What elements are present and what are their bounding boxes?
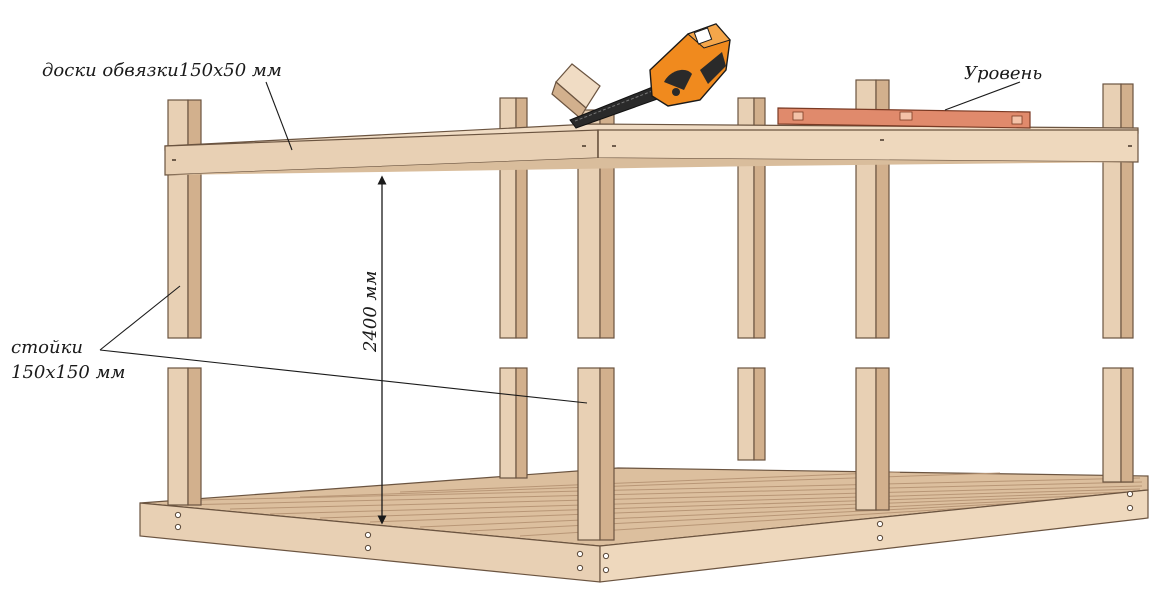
post-front-1-upper [167,99,202,339]
top-board-nails [172,139,1132,161]
floor-bolts [174,490,1134,574]
posts-label-line2: 150х150 мм [11,362,125,383]
height-dimension-label: 2400 мм [360,271,381,353]
spirit-level-icon [777,107,1031,129]
top-board-right [597,129,1139,163]
leader-lines [99,81,1021,404]
floor-side-face [599,489,1149,583]
post-back-4-lower [1102,367,1134,483]
post-front-2-lower [577,367,615,541]
posts-label-line1: стойки [11,337,83,358]
post-front-1-lower [167,367,202,506]
posts-lower [167,367,1134,541]
chainsaw-icon [551,23,731,129]
floor-platform [139,467,1149,583]
top-boards-label: доски обвязки150х50 мм [42,60,282,81]
post-back-3-lower [737,367,766,461]
post-front-3-lower [855,367,890,511]
post-back-2-lower [499,367,528,479]
level-label: Уровень [964,63,1042,84]
post-back-5-upper [1102,83,1134,339]
top-frame-boards [164,123,1139,176]
top-frame-underside [165,158,1138,175]
